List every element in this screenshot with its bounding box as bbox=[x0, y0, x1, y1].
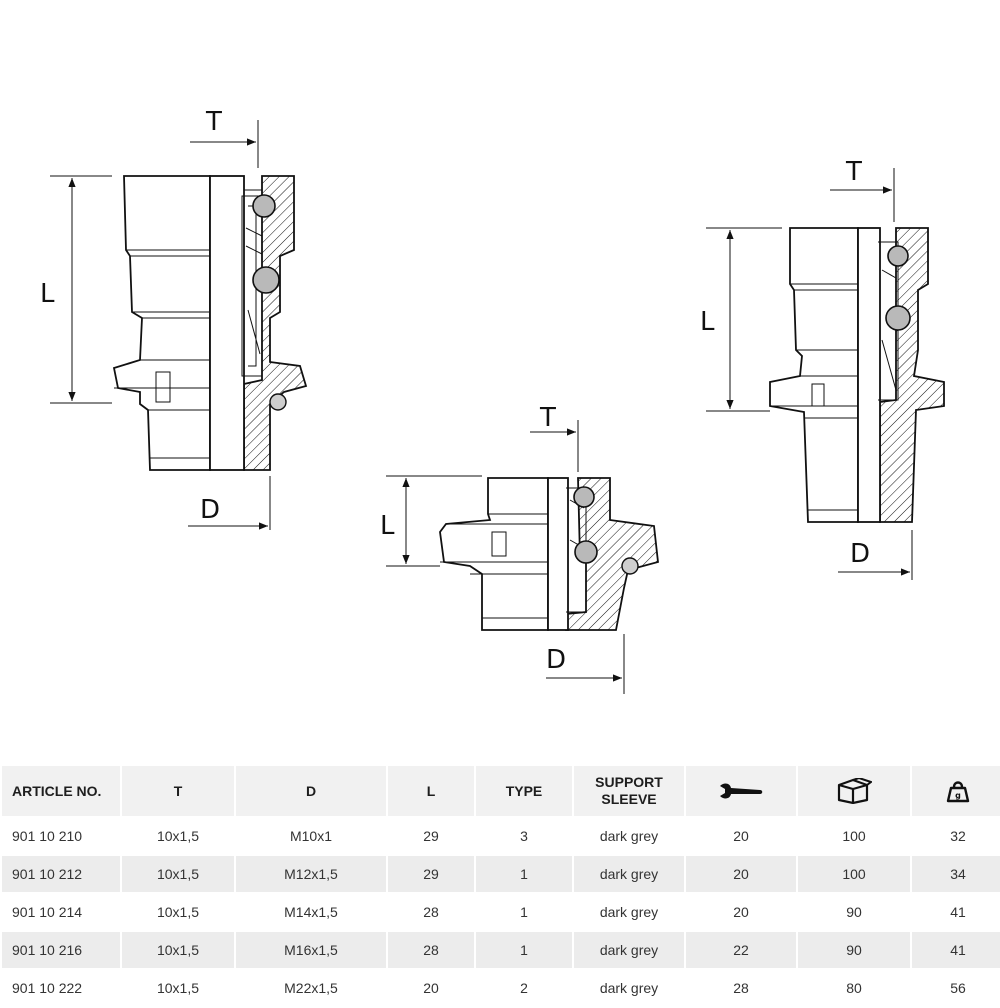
table-row: 901 10 214 10x1,5 M14x1,5 28 1 dark grey… bbox=[2, 894, 1000, 932]
cell-type: 1 bbox=[476, 856, 572, 894]
cell-wrench: 20 bbox=[686, 856, 796, 894]
cell-d: M16x1,5 bbox=[236, 932, 386, 970]
cell-sleeve: dark grey bbox=[574, 894, 684, 932]
cell-l: 29 bbox=[388, 818, 474, 856]
svg-text:g: g bbox=[955, 791, 961, 800]
table-row: 901 10 212 10x1,5 M12x1,5 29 1 dark grey… bbox=[2, 856, 1000, 894]
table-row: 901 10 216 10x1,5 M16x1,5 28 1 dark grey… bbox=[2, 932, 1000, 970]
dim-label-l: L bbox=[40, 279, 55, 309]
header-support-sleeve-line1: SUPPORT bbox=[595, 774, 663, 790]
cell-weight: 32 bbox=[912, 818, 1000, 856]
header-article-no: ARTICLE NO. bbox=[2, 766, 120, 818]
cell-weight: 41 bbox=[912, 932, 1000, 970]
cell-l: 28 bbox=[388, 894, 474, 932]
header-type: TYPE bbox=[476, 766, 572, 818]
header-support-sleeve-line2: SLEEVE bbox=[601, 791, 657, 807]
cell-t: 10x1,5 bbox=[122, 932, 234, 970]
dim-label-l: L bbox=[380, 511, 395, 541]
dim-label-d: D bbox=[200, 495, 220, 525]
cell-type: 1 bbox=[476, 932, 572, 970]
cell-type: 2 bbox=[476, 970, 572, 1008]
cell-weight: 41 bbox=[912, 894, 1000, 932]
wrench-icon bbox=[720, 783, 763, 799]
header-l: L bbox=[388, 766, 474, 818]
fitting-technical-drawing: T L D T L bbox=[40, 107, 945, 694]
cell-d: M22x1,5 bbox=[236, 970, 386, 1008]
cell-wrench: 28 bbox=[686, 970, 796, 1008]
cell-sleeve: dark grey bbox=[574, 856, 684, 894]
header-support-sleeve: SUPPORT SLEEVE bbox=[574, 766, 684, 818]
cell-d: M10x1 bbox=[236, 818, 386, 856]
dim-label-d: D bbox=[546, 645, 566, 675]
cell-box: 100 bbox=[798, 856, 910, 894]
cell-t: 10x1,5 bbox=[122, 856, 234, 894]
table-row: 901 10 210 10x1,5 M10x1 29 3 dark grey 2… bbox=[2, 818, 1000, 856]
dim-label-t: T bbox=[205, 107, 222, 137]
cell-weight: 34 bbox=[912, 856, 1000, 894]
table-row: 901 10 222 10x1,5 M22x1,5 20 2 dark grey… bbox=[2, 970, 1000, 1008]
box-icon bbox=[837, 778, 872, 804]
cell-d: M12x1,5 bbox=[236, 856, 386, 894]
cell-box: 100 bbox=[798, 818, 910, 856]
cell-article: 901 10 222 bbox=[2, 970, 120, 1008]
cell-box: 90 bbox=[798, 932, 910, 970]
cell-box: 90 bbox=[798, 894, 910, 932]
fitting-type-2-drawing: T L D bbox=[380, 403, 659, 694]
cell-wrench: 20 bbox=[686, 894, 796, 932]
header-box bbox=[798, 766, 910, 818]
cell-type: 1 bbox=[476, 894, 572, 932]
dim-label-t: T bbox=[539, 403, 556, 433]
header-t: T bbox=[122, 766, 234, 818]
specification-table: ARTICLE NO. T D L TYPE SUPPORT SLEEVE bbox=[0, 766, 1000, 1008]
header-wrench bbox=[686, 766, 796, 818]
weight-icon: g bbox=[946, 781, 970, 803]
cell-article: 901 10 214 bbox=[2, 894, 120, 932]
fitting-type-3-drawing: T L D bbox=[40, 107, 308, 530]
header-d: D bbox=[236, 766, 386, 818]
cell-wrench: 20 bbox=[686, 818, 796, 856]
cell-weight: 56 bbox=[912, 970, 1000, 1008]
cell-d: M14x1,5 bbox=[236, 894, 386, 932]
dim-label-t: T bbox=[845, 157, 862, 187]
cell-t: 10x1,5 bbox=[122, 970, 234, 1008]
fitting-type-1-drawing: T L D bbox=[700, 157, 945, 580]
cell-t: 10x1,5 bbox=[122, 818, 234, 856]
cell-sleeve: dark grey bbox=[574, 932, 684, 970]
cell-article: 901 10 216 bbox=[2, 932, 120, 970]
cell-article: 901 10 212 bbox=[2, 856, 120, 894]
dim-label-d: D bbox=[850, 539, 870, 569]
header-weight: g bbox=[912, 766, 1000, 818]
cell-l: 20 bbox=[388, 970, 474, 1008]
cell-sleeve: dark grey bbox=[574, 970, 684, 1008]
cell-type: 3 bbox=[476, 818, 572, 856]
cell-wrench: 22 bbox=[686, 932, 796, 970]
cell-box: 80 bbox=[798, 970, 910, 1008]
dim-label-l: L bbox=[700, 307, 715, 337]
cell-article: 901 10 210 bbox=[2, 818, 120, 856]
cell-l: 29 bbox=[388, 856, 474, 894]
cell-sleeve: dark grey bbox=[574, 818, 684, 856]
cell-t: 10x1,5 bbox=[122, 894, 234, 932]
cell-l: 28 bbox=[388, 932, 474, 970]
table-header-row: ARTICLE NO. T D L TYPE SUPPORT SLEEVE bbox=[2, 766, 1000, 818]
